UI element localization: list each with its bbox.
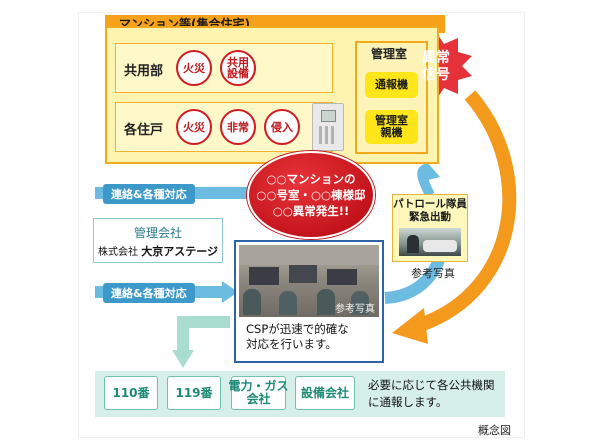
common-fire-badge: 火災 xyxy=(176,50,212,86)
common-area-row xyxy=(115,43,333,93)
agencies-note: 必要に応じて各公共機関 に通報します。 xyxy=(368,378,495,409)
alert-line-2: ○○号室・○○棟様邸 xyxy=(256,188,366,202)
management-company-box: 管理会社 株式会社 大京アステージ xyxy=(93,218,223,263)
intercom-panel xyxy=(312,103,344,151)
alarm-signal-text: 異常 信号 xyxy=(422,50,450,83)
units-label: 各住戸 xyxy=(124,123,164,138)
csp-caption: CSPが迅速で的確な 対応を行います。 xyxy=(246,322,349,351)
alert-line-3: ○○異常発生!! xyxy=(272,204,350,218)
patrol-title: パトロール隊員 緊急出動 xyxy=(393,198,467,223)
alert-line-1: ○○マンションの xyxy=(266,172,356,186)
common-equipment-badge: 共用 設備 xyxy=(220,50,256,86)
csp-photo-watermark: 参考写真 xyxy=(335,304,375,315)
agency-119-button: 119番 xyxy=(167,376,221,410)
management-company-title: 管理会社 xyxy=(133,226,182,240)
patrol-photo-caption: 参考写真 xyxy=(411,267,455,280)
notifier-button: 通報機 xyxy=(365,72,418,98)
contact-bottom-label: 連絡&各種対応 xyxy=(103,283,195,303)
agency-110-button: 110番 xyxy=(104,376,158,410)
to-agencies-arrow xyxy=(177,316,230,352)
contact-top-label: 連絡&各種対応 xyxy=(103,184,195,204)
unit-intrusion-badge: 侵入 xyxy=(264,109,300,145)
unit-fire-badge: 火災 xyxy=(176,109,212,145)
alarm-arc-arrow xyxy=(417,90,517,332)
company-name: 大京アステージ xyxy=(141,245,218,258)
unit-emergency-badge: 非常 xyxy=(220,109,256,145)
master-unit-button: 管理室 親機 xyxy=(365,110,418,144)
patrol-box: パトロール隊員 緊急出動 xyxy=(392,194,468,262)
patrol-photo xyxy=(399,228,461,256)
alert-message-bubble: ○○マンションの ○○号室・○○棟様邸 ○○異常発生!! xyxy=(247,151,375,239)
agency-facility-button: 設備会社 xyxy=(295,376,355,410)
agency-power-gas-button: 電力・ガス 会社 xyxy=(229,376,289,410)
diagram-caption: 概念図 xyxy=(478,424,511,437)
management-room-title: 管理室 xyxy=(371,47,408,61)
company-prefix: 株式会社 xyxy=(98,247,139,258)
csp-photo-frame: 参考写真 CSPが迅速で的確な 対応を行います。 xyxy=(234,240,384,363)
common-area-label: 共用部 xyxy=(124,64,164,79)
management-company-name-line: 株式会社 大京アステージ xyxy=(94,243,222,259)
alarm-arc-arrowhead xyxy=(392,308,428,344)
csp-photo: 参考写真 xyxy=(239,245,379,317)
